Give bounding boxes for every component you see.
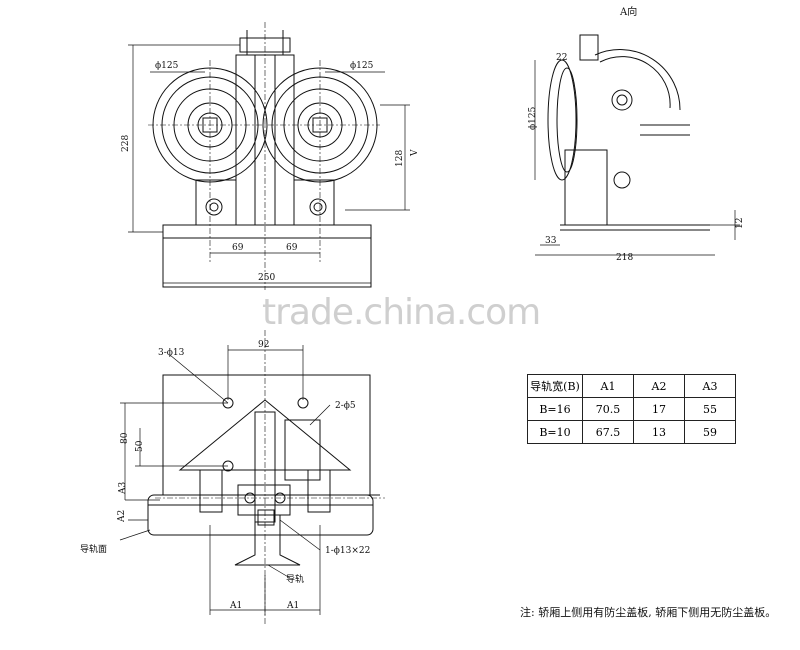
side-roller bbox=[547, 59, 577, 181]
left-bracket bbox=[195, 179, 237, 226]
view-title: A向 bbox=[619, 5, 637, 18]
side-view bbox=[534, 34, 740, 256]
dim-height-mid: 128 bbox=[395, 150, 405, 167]
dim-hole-2: 2-ϕ5 bbox=[335, 401, 356, 411]
plan-view-labels: 3-ϕ13 2-ϕ5 92 80 50 A3 A2 A1 A1 1-ϕ13×22… bbox=[80, 340, 370, 611]
dim-side-top: 22 bbox=[556, 53, 567, 63]
dim-slot: 1-ϕ13×22 bbox=[325, 546, 370, 556]
table-cell: B=16 bbox=[527, 397, 583, 421]
dim-80: 80 bbox=[120, 432, 130, 444]
dim-dia-right: ϕ125 bbox=[350, 61, 374, 71]
dim-width-total: 250 bbox=[258, 273, 275, 283]
plan-view bbox=[119, 330, 385, 625]
dim-a2: A2 bbox=[117, 510, 127, 523]
table-cell: 59 bbox=[684, 420, 736, 444]
table-header-cell: A1 bbox=[582, 374, 634, 398]
side-body bbox=[564, 149, 608, 226]
label-rail: 导轨 bbox=[286, 573, 304, 585]
table-row: B=16 70.5 17 55 bbox=[527, 397, 736, 421]
dim-92: 92 bbox=[258, 340, 269, 350]
right-bracket bbox=[293, 179, 335, 226]
side-roller-arc bbox=[594, 49, 681, 111]
side-view-labels: A向 22 ϕ125 33 218 12 bbox=[528, 5, 745, 263]
table-header-row: 导轨宽(B) A1 A2 A3 bbox=[527, 374, 736, 398]
footnote: 注: 轿厢上侧用有防尘盖板, 轿厢下侧用无防尘盖板。 bbox=[520, 606, 777, 619]
label-rail-face: 导轨面 bbox=[80, 543, 107, 555]
dim-50: 50 bbox=[135, 440, 145, 452]
spec-table: 导轨宽(B) A1 A2 A3 B=16 70.5 17 55 B=10 67.… bbox=[527, 374, 736, 444]
dim-a1-left: A1 bbox=[229, 601, 242, 611]
table-cell: 70.5 bbox=[582, 397, 634, 421]
dim-a1-right: A1 bbox=[286, 601, 299, 611]
dim-view-arrow: V bbox=[410, 149, 420, 157]
table-cell: 67.5 bbox=[582, 420, 634, 444]
dim-height-total: 228 bbox=[121, 135, 131, 152]
dim-side-base-width: 218 bbox=[616, 253, 633, 263]
table-cell: 13 bbox=[633, 420, 685, 444]
table-cell: 17 bbox=[633, 397, 685, 421]
dim-hole-3: 3-ϕ13 bbox=[158, 348, 185, 358]
guide-rail bbox=[234, 515, 301, 566]
table-header-cell: 导轨宽(B) bbox=[527, 374, 583, 398]
table-cell: B=10 bbox=[527, 420, 583, 444]
front-view bbox=[128, 22, 410, 290]
dim-width-left: 69 bbox=[232, 243, 244, 253]
dim-width-right: 69 bbox=[286, 243, 298, 253]
table-cell: 55 bbox=[684, 397, 736, 421]
table-header-cell: A3 bbox=[684, 374, 736, 398]
dim-side-dia: ϕ125 bbox=[528, 106, 538, 130]
table-row: B=10 67.5 13 59 bbox=[527, 420, 736, 444]
watermark: trade.china.com bbox=[262, 292, 541, 333]
front-view-labels: ϕ125 ϕ125 228 128 V 69 69 250 bbox=[121, 61, 420, 283]
dim-a3: A3 bbox=[118, 482, 128, 495]
dim-side-base-height: 12 bbox=[735, 218, 745, 229]
dim-dia-left: ϕ125 bbox=[155, 61, 179, 71]
plan-plate bbox=[162, 374, 371, 496]
table-header-cell: A2 bbox=[633, 374, 685, 398]
dim-side-base-left: 33 bbox=[545, 236, 557, 246]
